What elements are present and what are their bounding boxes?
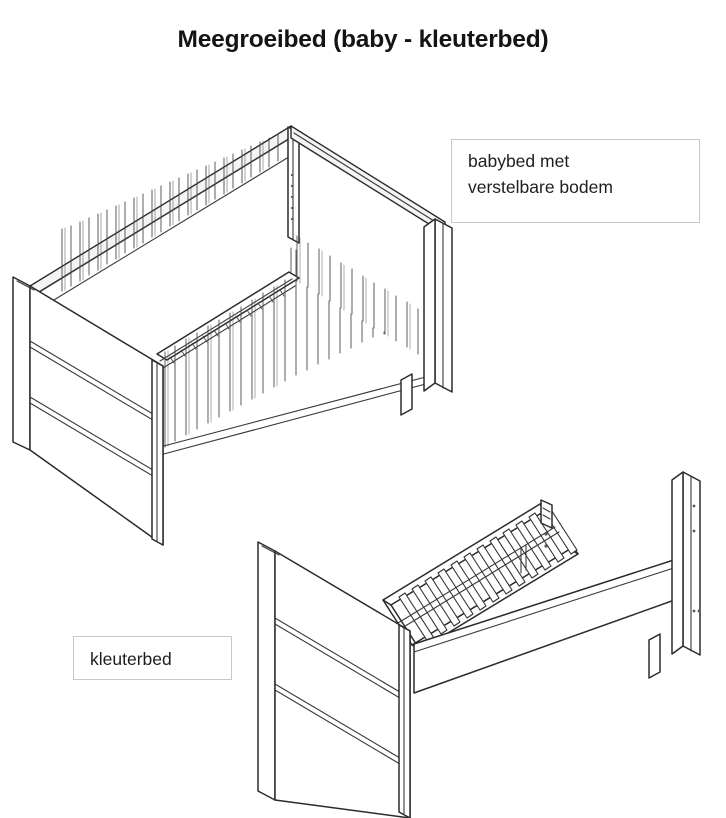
toddler-bed-slats bbox=[398, 504, 578, 643]
page-title: Meegroeibed (baby - kleuterbed) bbox=[177, 26, 549, 53]
kleuterbed-callout-line-1: kleuterbed bbox=[90, 649, 172, 669]
crib-back-bars-shading bbox=[64, 140, 264, 291]
crib-fitting-marks bbox=[290, 173, 294, 221]
babybed-callout-line-2: verstelbare bodem bbox=[468, 176, 613, 197]
toddler-bed-fixing-dots bbox=[692, 504, 701, 613]
toddler-bed-footboard-leg bbox=[648, 633, 661, 679]
crib-front-bars-shading bbox=[167, 237, 433, 447]
crib-right-footboard-panel bbox=[423, 218, 453, 393]
kleuterbed-callout: kleuterbed bbox=[73, 636, 232, 680]
toddler-bed-headboard-post bbox=[398, 624, 411, 818]
toddler-bed-headboard-panel bbox=[257, 541, 411, 818]
baby-crib-illustration bbox=[12, 125, 453, 546]
crib-base-slat-rungs bbox=[169, 289, 285, 364]
crib-back-bars bbox=[61, 133, 279, 292]
babybed-callout-line-1: babybed met bbox=[468, 151, 570, 171]
toddler-bed-slat-base bbox=[382, 503, 579, 651]
toddler-bed-footboard-panel bbox=[671, 471, 701, 656]
crib-right-leg bbox=[400, 373, 413, 416]
crib-left-headboard-panel bbox=[12, 276, 164, 546]
crib-apex-post bbox=[287, 126, 300, 244]
toddler-bed-side-rail bbox=[413, 556, 684, 694]
crib-front-slat-panel bbox=[159, 125, 446, 456]
toddler-bed-illustration bbox=[257, 471, 701, 818]
babybed-callout: babybed met verstelbare bodem bbox=[451, 139, 700, 223]
crib-front-left-post bbox=[151, 359, 164, 546]
crib-back-slat-panel bbox=[29, 125, 301, 307]
crib-front-bars bbox=[164, 235, 430, 448]
crib-adjustable-mattress-base bbox=[156, 247, 300, 369]
toddler-bed-connector-bracket bbox=[540, 499, 553, 548]
